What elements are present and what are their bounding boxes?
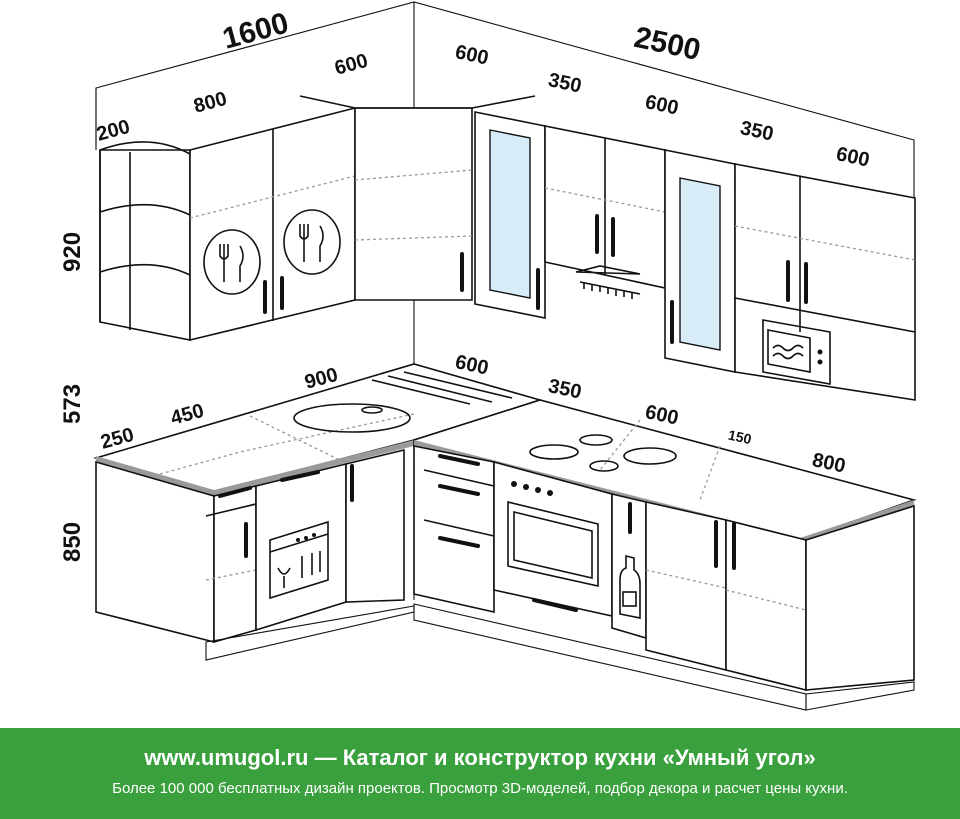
- sink-icon: [293, 371, 513, 433]
- dim-height-gap: 573: [59, 384, 86, 424]
- bottle-icon: [619, 554, 641, 619]
- dimension-labels: 1600 2500 200 800 600 600 350 600 350 60…: [59, 7, 871, 562]
- plate-cutlery-icon: [203, 229, 261, 295]
- plate-cutlery-icon: [283, 209, 341, 275]
- dim-upper-600b: 600: [834, 143, 871, 171]
- dishwasher-icon: [269, 520, 329, 600]
- dim-height-base: 850: [59, 522, 86, 562]
- dim-upper-200: 200: [94, 116, 132, 146]
- upper-corner-cabinet: [299, 95, 536, 301]
- oven-icon: [507, 481, 599, 612]
- dim-upper-corner-600b: 600: [453, 41, 490, 69]
- dim-lower-150: 150: [727, 427, 753, 448]
- dim-wall-right: 2500: [631, 21, 703, 67]
- upper-left-cabinets: [99, 106, 356, 342]
- footer-title: www.umugol.ru — Каталог и конструктор ку…: [144, 745, 816, 770]
- footer-subtitle: Более 100 000 бесплатных дизайн проектов…: [112, 780, 848, 797]
- cooktop-icon: [529, 434, 677, 472]
- footer-banner: www.umugol.ru — Каталог и конструктор ку…: [0, 728, 960, 819]
- range-hood-icon: [575, 265, 641, 299]
- dim-upper-350a: 350: [546, 69, 583, 97]
- dim-height-upper: 920: [59, 232, 86, 272]
- dim-wall-left: 1600: [219, 7, 292, 56]
- dim-upper-350b: 350: [738, 117, 775, 145]
- dim-lower-450: 450: [168, 400, 206, 430]
- dim-upper-800: 800: [191, 88, 229, 118]
- microwave-icon: [762, 319, 831, 385]
- base-right-cabinets: [413, 445, 915, 711]
- dim-upper-corner-600a: 600: [332, 50, 370, 80]
- dim-upper-600a: 600: [643, 91, 680, 119]
- kitchen-diagram: 1600 2500 200 800 600 600 350 600 350 60…: [59, 1, 917, 711]
- upper-right-cabinets: [474, 111, 916, 401]
- dim-lower-600b: 600: [643, 401, 680, 429]
- dim-lower-350: 350: [546, 375, 583, 403]
- dim-lower-600a: 600: [453, 351, 490, 379]
